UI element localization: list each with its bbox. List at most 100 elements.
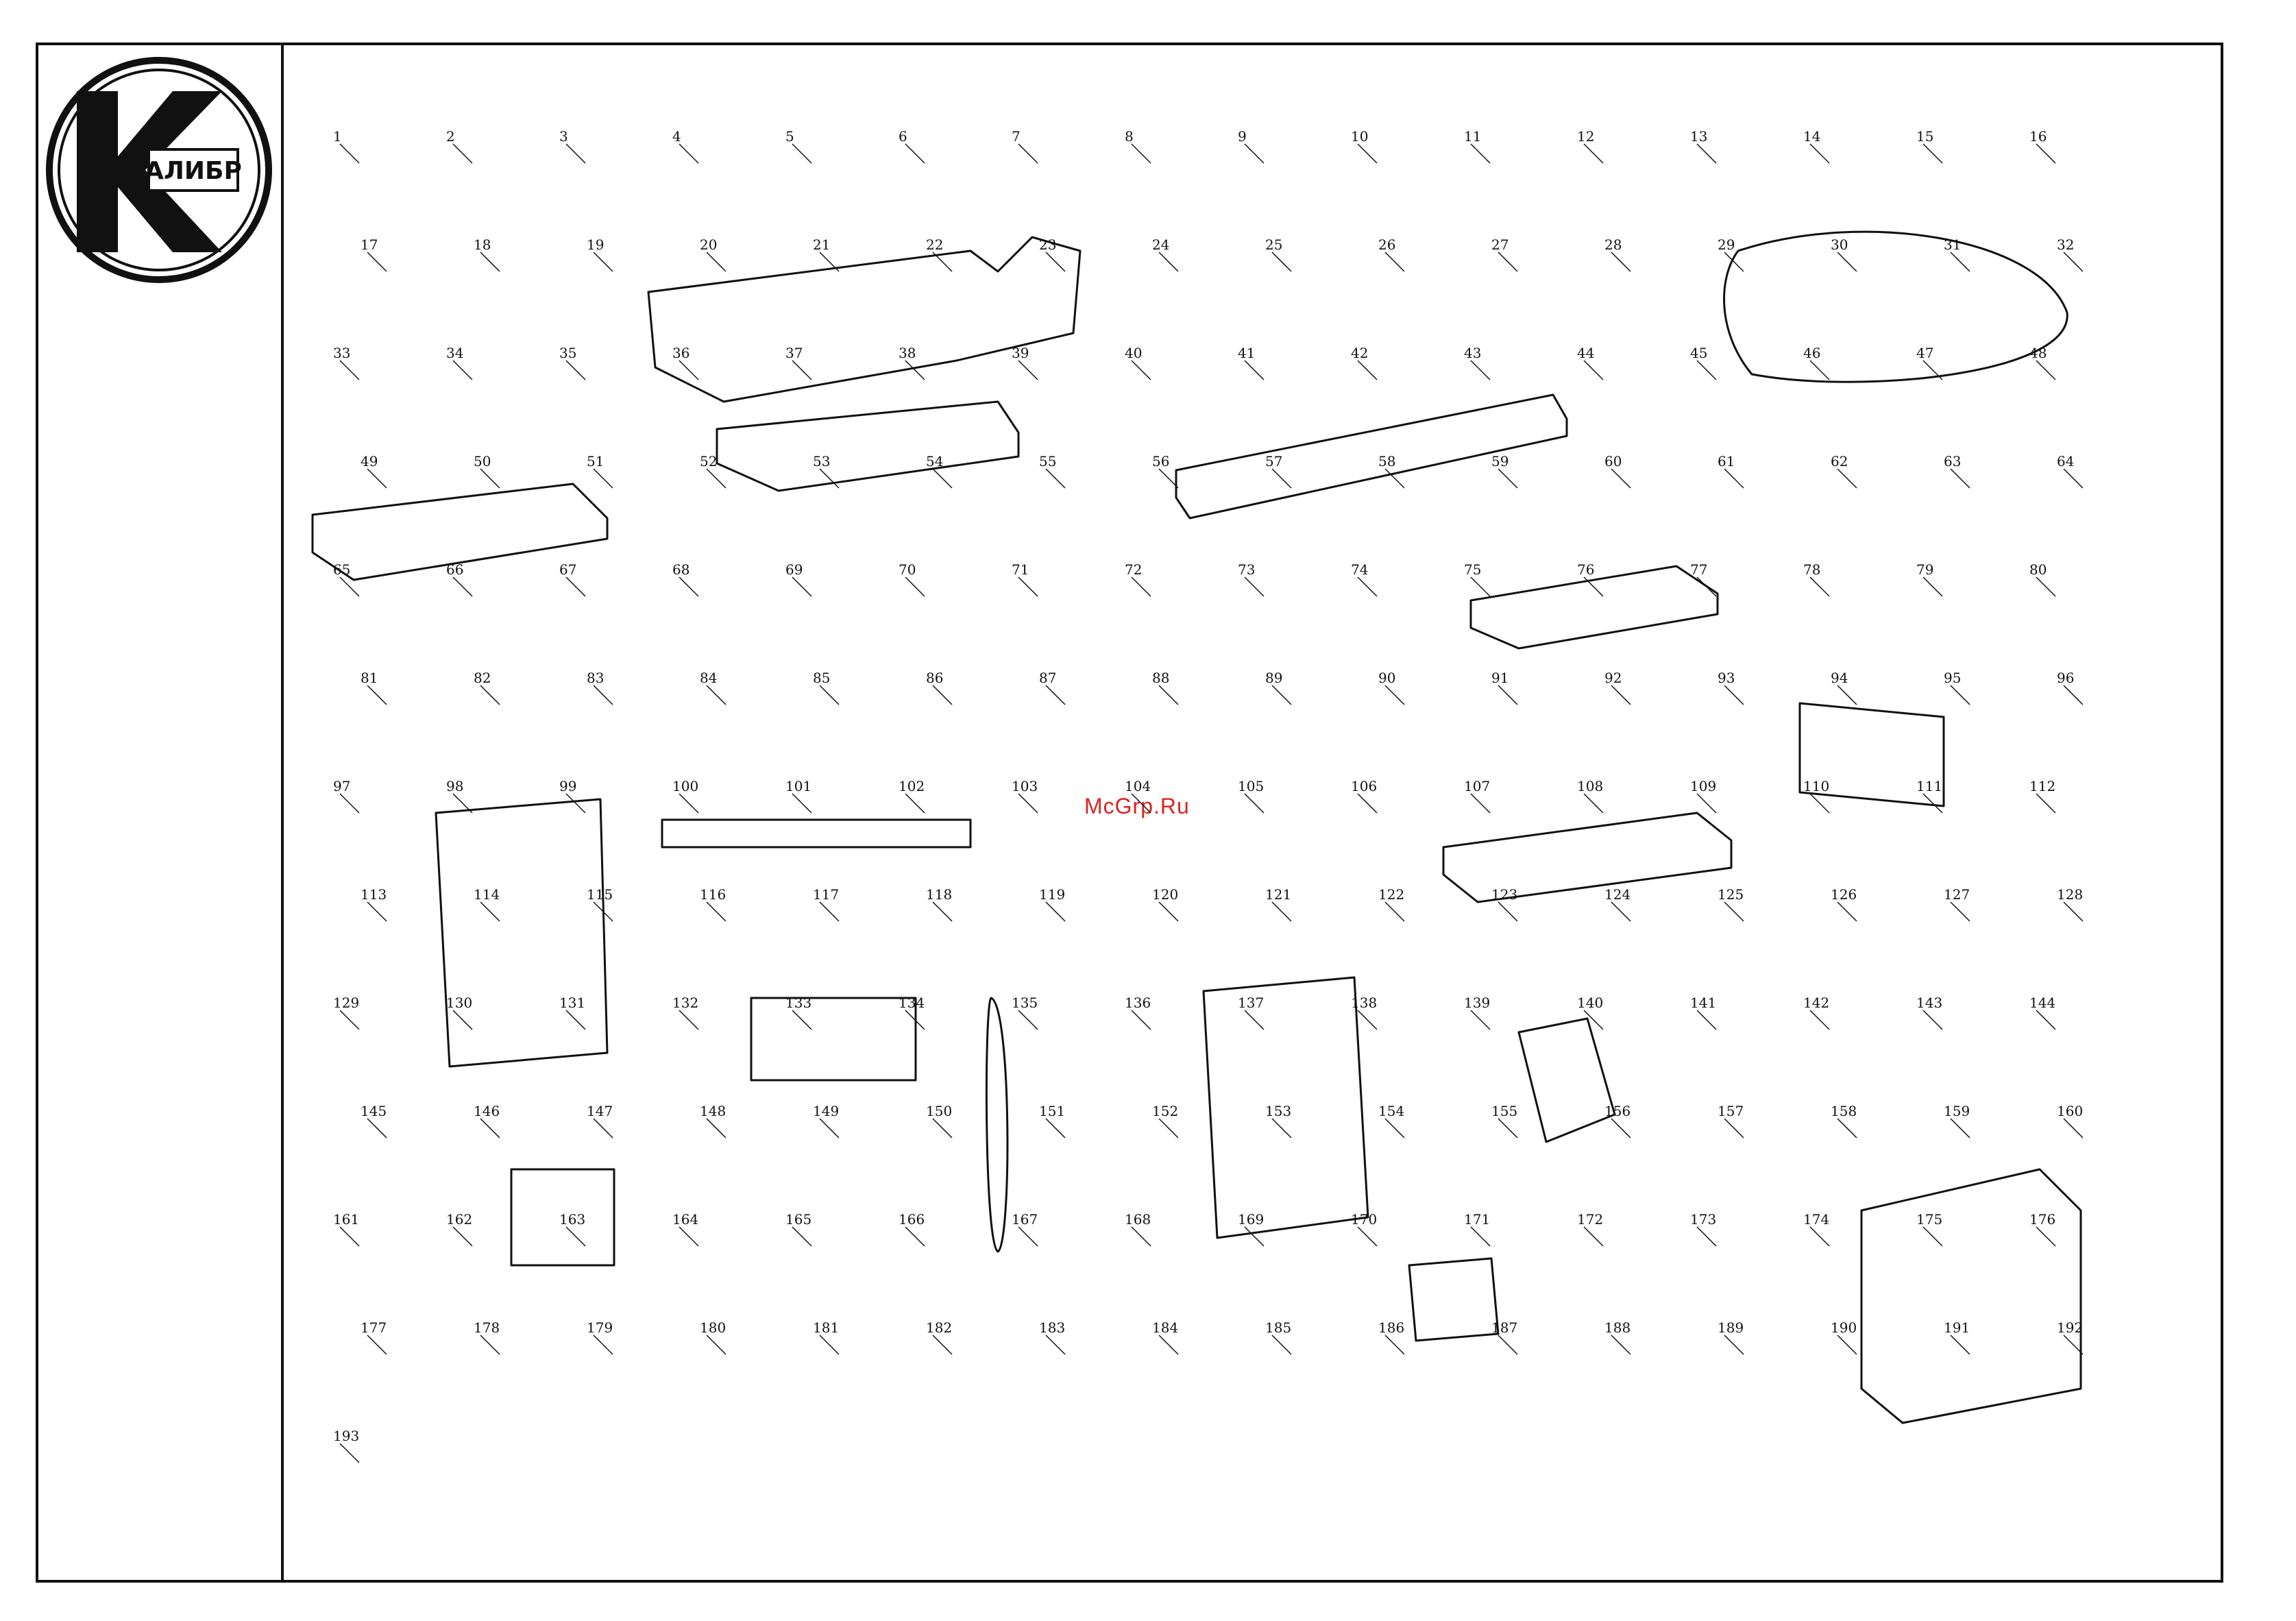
part-number-label: 133 <box>785 995 811 1011</box>
leader-line <box>1950 685 1970 705</box>
leader-line <box>339 143 360 164</box>
leader-line <box>792 1010 812 1030</box>
part-number-label: 171 <box>1464 1211 1490 1228</box>
leader-line <box>1244 1010 1265 1030</box>
part-number-label: 7 <box>1012 128 1021 145</box>
leader-line <box>1498 468 1518 489</box>
part-number-label: 43 <box>1464 345 1481 361</box>
leader-line <box>1809 360 1830 380</box>
part-number-label: 182 <box>926 1319 952 1336</box>
part-number-label: 125 <box>1718 886 1744 903</box>
part-number-label: 3 <box>559 128 568 145</box>
leader-line <box>1045 1334 1066 1355</box>
part-number-label: 40 <box>1125 345 1142 361</box>
leader-line <box>932 1118 953 1138</box>
leader-line <box>367 1118 387 1138</box>
leader-line <box>1158 685 1179 705</box>
leader-line <box>1131 576 1151 597</box>
part-number-label: 45 <box>1690 345 1707 361</box>
leader-line <box>480 468 500 489</box>
leader-line <box>1837 1118 1857 1138</box>
leader-line <box>339 1226 360 1247</box>
part-number-label: 154 <box>1378 1103 1404 1119</box>
part-number-label: 128 <box>2057 886 2083 903</box>
leader-line <box>2063 252 2084 272</box>
leader-line <box>452 793 473 814</box>
part-number-label: 58 <box>1378 453 1395 470</box>
part-number-label: 1 <box>333 128 342 145</box>
leader-line <box>1470 1010 1491 1030</box>
part-number-label: 169 <box>1238 1211 1264 1228</box>
part-number-label: 8 <box>1125 128 1134 145</box>
leader-line <box>679 576 699 597</box>
leader-line <box>452 1010 473 1030</box>
leader-line <box>1583 1226 1604 1247</box>
part-number-label: 63 <box>1944 453 1961 470</box>
leader-line <box>1384 1334 1405 1355</box>
part-number-label: 127 <box>1944 886 1970 903</box>
leader-line <box>1696 360 1717 380</box>
part-number-label: 104 <box>1125 778 1151 794</box>
part-number-label: 46 <box>1803 345 1820 361</box>
part-number-label: 176 <box>2029 1211 2055 1228</box>
leader-line <box>2036 1010 2056 1030</box>
part-number-label: 185 <box>1265 1319 1291 1336</box>
part-number-label: 42 <box>1351 345 1368 361</box>
leader-line <box>905 1226 925 1247</box>
part-number-label: 161 <box>333 1211 359 1228</box>
planer-bed-lower <box>1442 812 1733 903</box>
leader-line <box>1271 252 1292 272</box>
part-number-label: 31 <box>1944 236 1961 253</box>
leader-line <box>1244 793 1265 814</box>
leader-line <box>1357 576 1378 597</box>
part-number-label: 186 <box>1378 1319 1404 1336</box>
leader-line <box>480 1118 500 1138</box>
part-number-label: 54 <box>926 453 943 470</box>
leader-line <box>1384 468 1405 489</box>
part-number-label: 143 <box>1916 995 1942 1011</box>
leader-line <box>1922 793 1943 814</box>
part-number-label: 33 <box>333 345 350 361</box>
leader-line <box>932 252 953 272</box>
part-number-label: 139 <box>1464 995 1490 1011</box>
part-number-label: 132 <box>672 995 698 1011</box>
part-number-label: 156 <box>1604 1103 1631 1119</box>
part-number-label: 11 <box>1464 128 1481 145</box>
leader-line <box>339 576 360 597</box>
side-cover <box>1860 1168 2082 1424</box>
part-number-label: 71 <box>1012 561 1029 578</box>
part-number-label: 130 <box>446 995 472 1011</box>
leader-line <box>1158 252 1179 272</box>
part-number-label: 112 <box>2029 778 2055 794</box>
leader-line <box>2036 1226 2056 1247</box>
part-number-label: 114 <box>474 886 500 903</box>
part-number-label: 191 <box>1944 1319 1970 1336</box>
leader-line <box>1696 793 1717 814</box>
leader-line <box>1809 576 1830 597</box>
leader-line <box>1357 143 1378 164</box>
leader-line <box>367 1334 387 1355</box>
part-number-label: 79 <box>1916 561 1933 578</box>
leader-line <box>1696 576 1717 597</box>
leader-line <box>1583 793 1604 814</box>
page-frame <box>36 42 2223 1583</box>
right-side-frame <box>1202 976 1369 1239</box>
infeed-table <box>311 483 609 581</box>
leader-line <box>1045 1118 1066 1138</box>
part-number-label: 155 <box>1491 1103 1517 1119</box>
part-number-label: 60 <box>1604 453 1622 470</box>
leader-line <box>1271 685 1292 705</box>
leader-line <box>1724 685 1744 705</box>
part-number-label: 23 <box>1039 236 1056 253</box>
leader-line <box>792 576 812 597</box>
part-number-label: 151 <box>1039 1103 1065 1119</box>
part-number-label: 67 <box>559 561 576 578</box>
leader-line <box>1837 1334 1857 1355</box>
part-number-label: 87 <box>1039 670 1056 686</box>
part-number-label: 62 <box>1831 453 1848 470</box>
part-number-label: 157 <box>1718 1103 1744 1119</box>
leader-line <box>452 1226 473 1247</box>
leader-line <box>565 1226 586 1247</box>
part-number-label: 162 <box>446 1211 472 1228</box>
part-number-label: 56 <box>1152 453 1169 470</box>
